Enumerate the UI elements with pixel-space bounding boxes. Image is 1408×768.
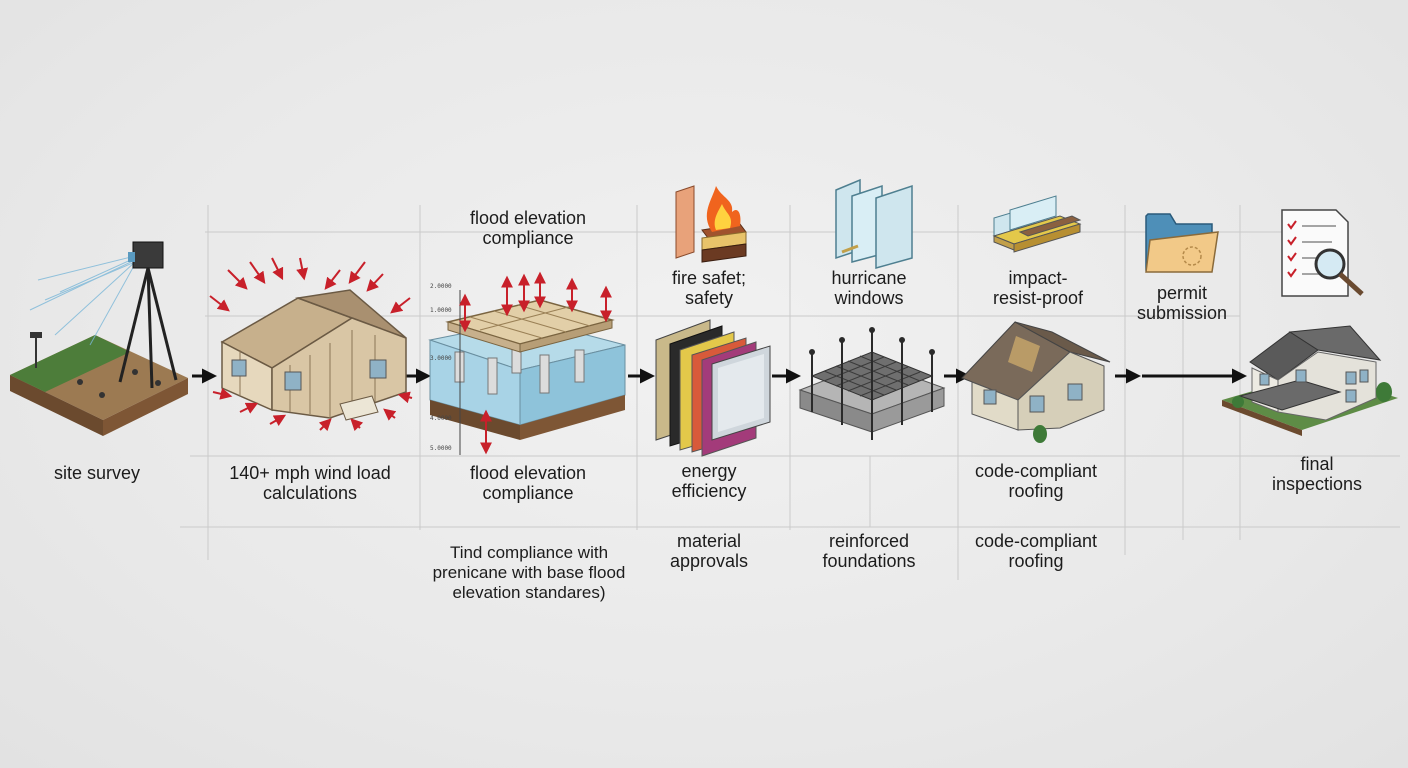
label-hurricane-windows: hurricane windows bbox=[831, 268, 907, 308]
site-survey-illustration bbox=[10, 241, 188, 436]
label-site-survey: site survey bbox=[53, 463, 141, 483]
label-energy-efficiency: energy efficiency bbox=[671, 461, 747, 501]
label-final-inspections: final inspections bbox=[1271, 454, 1363, 494]
reinforced-foundation-illustration bbox=[798, 327, 946, 440]
label-reinforced-foundations: reinforced foundations bbox=[822, 531, 916, 571]
label-flood-elevation-top: flood elevation compliance bbox=[469, 208, 587, 248]
permit-folder-icon bbox=[1145, 213, 1219, 273]
svg-text:4.0000: 4.0000 bbox=[430, 415, 452, 422]
svg-text:5.0000: 5.0000 bbox=[430, 445, 452, 452]
label-wind-load: 140+ mph wind load calculations bbox=[229, 463, 391, 503]
code-compliant-roof-house-illustration bbox=[961, 321, 1111, 443]
label-roofing-2: code-compliant roofing bbox=[974, 531, 1098, 571]
label-permit-submission: permit submission bbox=[1136, 283, 1228, 323]
label-material-approvals: material approvals bbox=[669, 531, 749, 571]
svg-text:2.0000: 2.0000 bbox=[430, 283, 452, 290]
wind-load-house-illustration bbox=[209, 257, 413, 432]
label-flood-elevation: flood elevation compliance bbox=[469, 463, 587, 503]
svg-text:1.0000: 1.0000 bbox=[430, 307, 452, 314]
impact-resistant-materials-icon bbox=[992, 195, 1082, 253]
svg-text:3.0000: 3.0000 bbox=[430, 355, 452, 362]
label-flood-note: Tind compliance with prenicane with base… bbox=[432, 543, 626, 602]
label-fire-safety: fire safet; safety bbox=[671, 268, 747, 308]
label-roofing-1: code-compliant roofing bbox=[974, 461, 1098, 501]
insulation-panels-illustration bbox=[655, 319, 771, 457]
flood-elevation-illustration: 2.0000 1.0000 3.0000 4.0000 5.0000 bbox=[428, 271, 626, 455]
fire-safety-icon bbox=[675, 185, 747, 263]
label-impact-resistant: impact- resist-proof bbox=[992, 268, 1084, 308]
final-house-illustration bbox=[1222, 325, 1398, 436]
inspection-checklist-icon bbox=[1281, 209, 1364, 297]
hurricane-windows-icon bbox=[835, 178, 913, 269]
